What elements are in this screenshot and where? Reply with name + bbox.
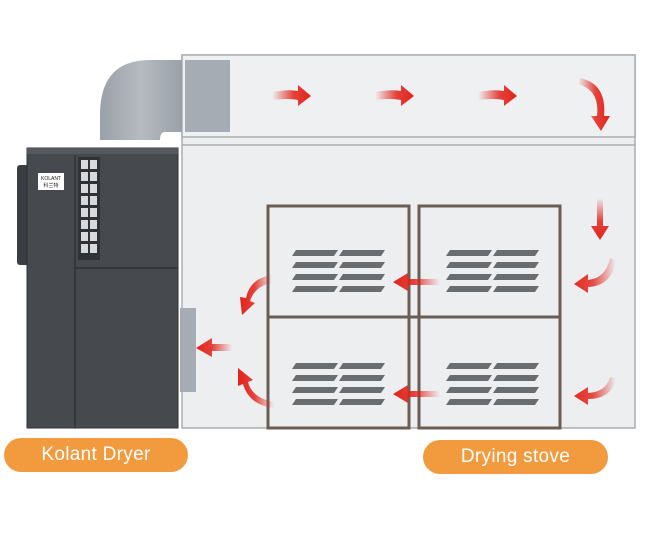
arrow-top-2-icon [375, 85, 414, 106]
dryer-badge-line1: KOLANT [41, 176, 61, 182]
arrow-top-3-icon [478, 85, 517, 106]
arrow-return-left-icon [196, 338, 232, 357]
arrow-top-turn-down-icon [578, 78, 610, 131]
connecting-duct [100, 60, 182, 140]
arrow-side-left-lower-icon [574, 377, 616, 405]
drying-rack [266, 204, 562, 430]
arrow-rack-upper-left-icon [393, 273, 440, 291]
duct-outlet-panel [185, 60, 230, 132]
airflow-arrows [196, 78, 616, 408]
arrow-rack-lower-left-icon [393, 385, 440, 403]
drying-stove-label: Drying stove [423, 440, 608, 474]
arrow-exit-lower-curve-icon [238, 368, 274, 408]
dryer-brand-badge: KOLANT 科兰特 [38, 173, 64, 190]
dryer-vent-grille [78, 157, 100, 260]
dryer-badge-line2: 科兰特 [43, 182, 58, 189]
dryer-body [26, 147, 179, 429]
kolant-dryer-unit: KOLANT 科兰特 [17, 147, 179, 429]
arrow-exit-upper-curve-icon [240, 275, 272, 315]
dryer-top-edge [27, 148, 178, 154]
arrow-side-left-upper-icon [574, 258, 616, 293]
kolant-dryer-label: Kolant Dryer [4, 438, 188, 472]
arrow-side-down-icon [591, 198, 609, 240]
arrow-top-1-icon [272, 85, 311, 106]
return-air-vent [180, 308, 196, 392]
dryer-side-fan [17, 165, 29, 265]
